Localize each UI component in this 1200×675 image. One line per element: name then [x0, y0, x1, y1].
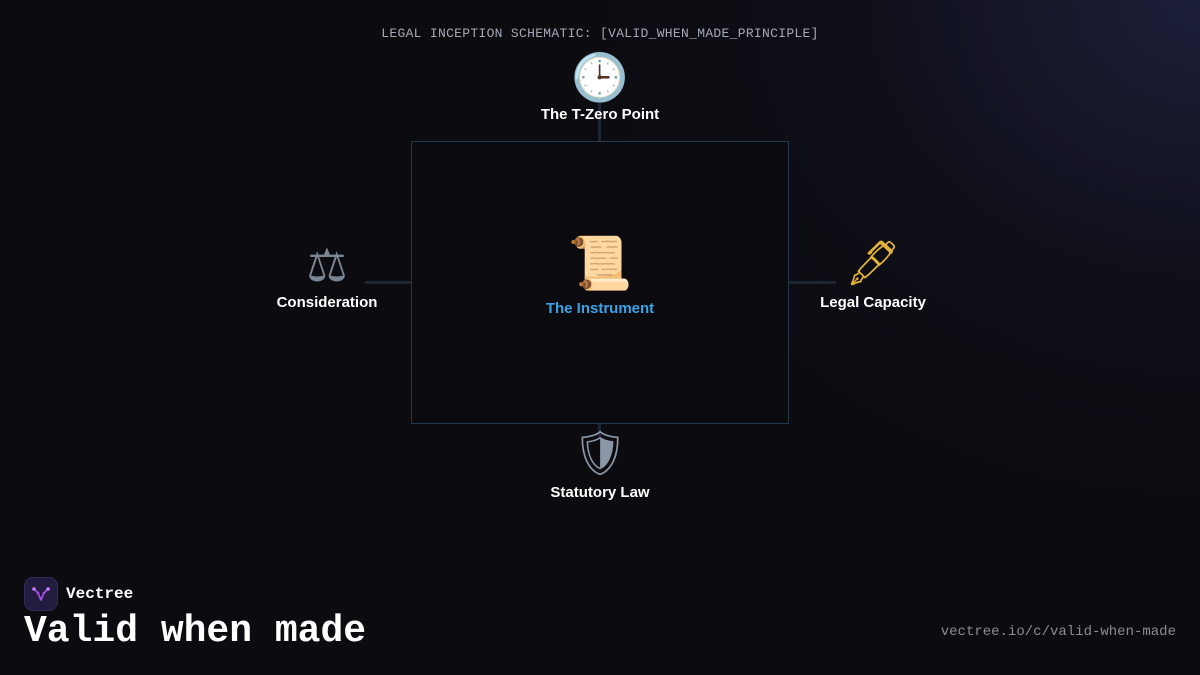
connector-right: [788, 281, 836, 284]
source-url: vectree.io/c/valid-when-made: [940, 624, 1176, 640]
headline: Valid when made: [24, 610, 367, 653]
node-label-legal-capacity: Legal Capacity: [820, 294, 926, 311]
node-legal-capacity: 🖋 Legal Capacity: [773, 238, 973, 312]
node-label-instrument: The Instrument: [545, 300, 655, 317]
brand: Vectree: [24, 577, 133, 611]
schematic-title: LEGAL INCEPTION SCHEMATIC: [VALID_WHEN_M…: [381, 26, 819, 41]
node-instrument: 📜 The Instrument: [500, 238, 700, 317]
fountain-pen-icon: 🖋: [845, 238, 901, 289]
node-t-zero-point: 🕒 The T-Zero Point: [500, 54, 700, 123]
clock-icon: 🕒: [571, 50, 629, 104]
connector-left: [365, 281, 412, 284]
shield-icon: 🛡: [572, 428, 628, 479]
vectree-logo-icon: [24, 577, 58, 611]
scales-icon: ⚖: [306, 238, 348, 292]
brand-name: Vectree: [66, 585, 134, 603]
connector-bottom: [598, 423, 601, 437]
connector-top: [598, 100, 601, 142]
node-statutory-law: 🛡 Statutory Law: [500, 428, 700, 502]
node-label-statutory-law: Statutory Law: [550, 484, 650, 501]
node-consideration: ⚖ Consideration: [227, 242, 427, 311]
instrument-box: [411, 141, 789, 424]
scroll-icon: 📜: [567, 234, 633, 294]
node-label-consideration: Consideration: [276, 294, 378, 311]
node-label-t-zero-point: The T-Zero Point: [540, 106, 660, 123]
